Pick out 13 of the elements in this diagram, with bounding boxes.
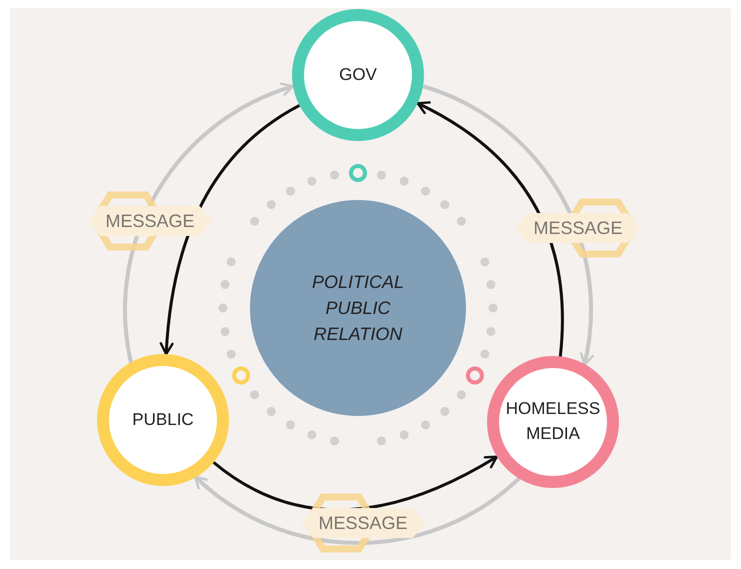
edge-label: MESSAGE <box>301 508 425 538</box>
arc-arrow <box>194 475 521 545</box>
node-text: HOMELESS MEDIA <box>504 398 602 445</box>
edge-label: MESSAGE <box>516 213 640 243</box>
node-text: POLITICAL PUBLIC RELATION <box>310 270 406 346</box>
edge-label: MESSAGE <box>88 206 212 236</box>
node-text: GOV <box>339 64 377 86</box>
curved-arrow <box>212 455 498 512</box>
arc-arrow <box>123 83 294 364</box>
arc-arrow <box>422 84 594 366</box>
curved-arrow <box>160 104 300 356</box>
node-text: PUBLIC <box>132 408 194 431</box>
curved-arrow <box>416 102 564 356</box>
